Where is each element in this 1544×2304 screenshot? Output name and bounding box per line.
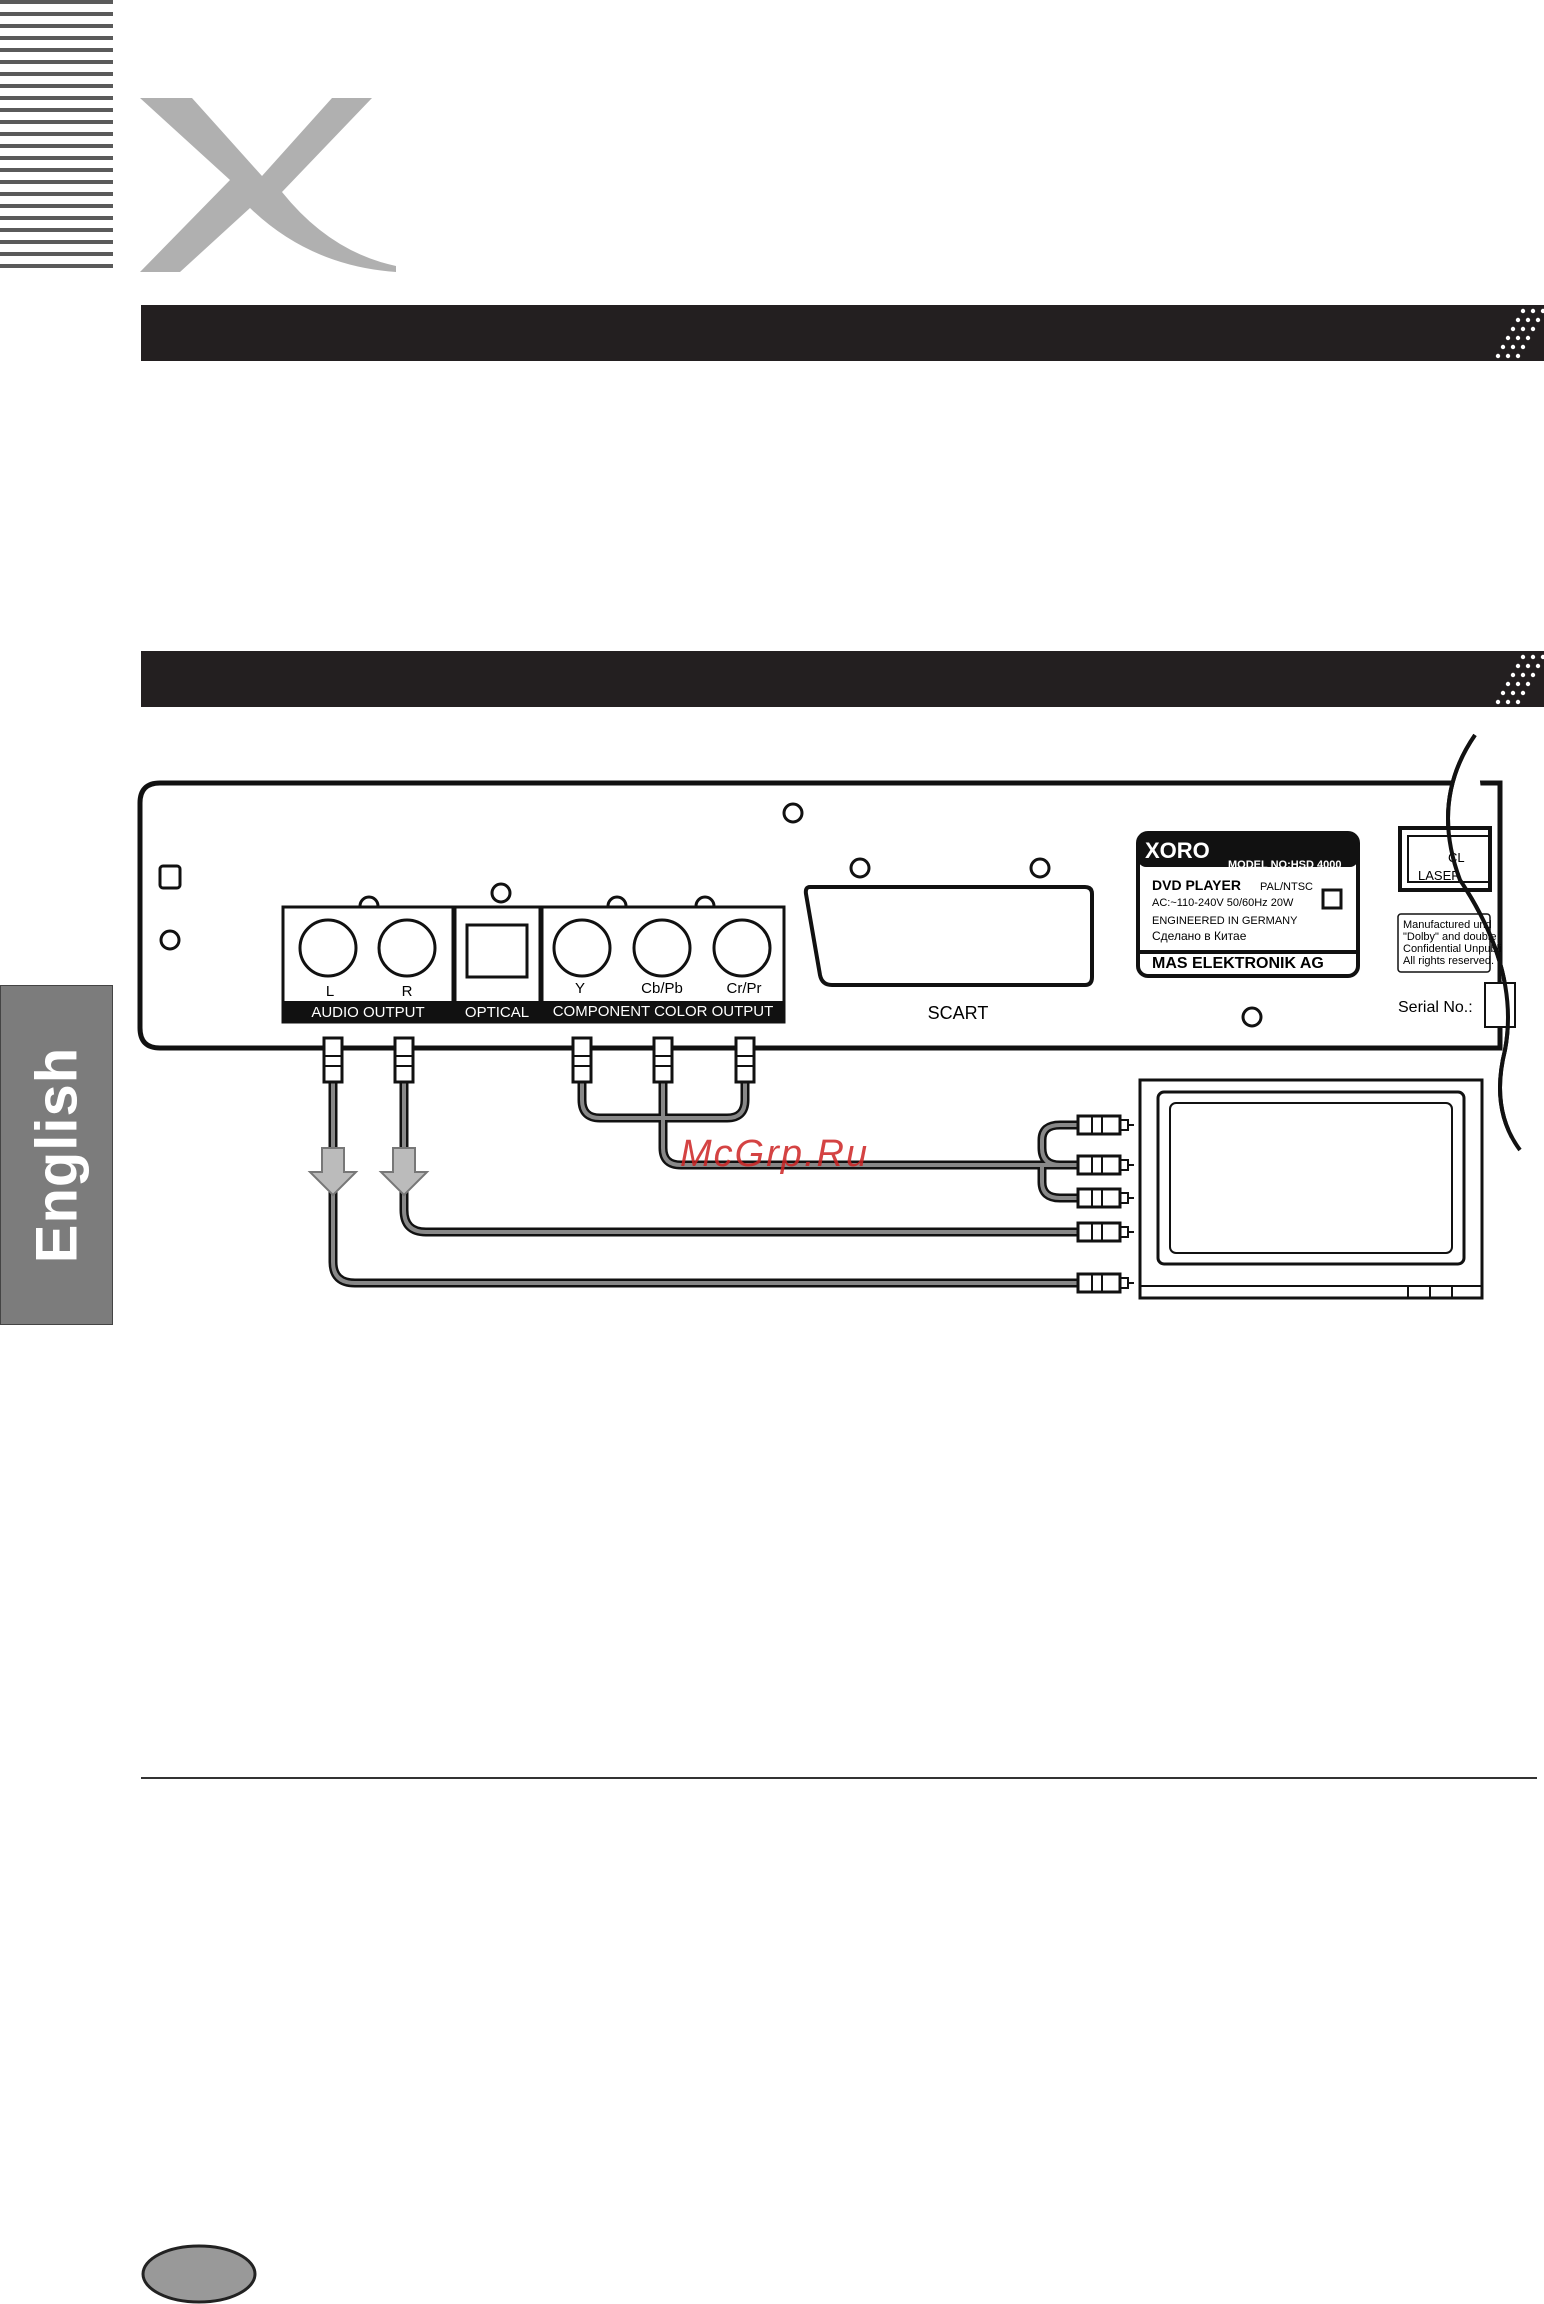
header-stripes [0,0,113,268]
down-arrow-icon [307,1147,359,1197]
section-bar-dots-1 [1495,308,1544,359]
down-arrow-icon [378,1147,430,1197]
page-number-oval [141,2244,257,2304]
footer-rule [141,1777,1537,1779]
brand-x-logo [140,98,396,272]
section-header-bar-2 [141,651,1544,707]
component-y-label: Y [575,980,585,997]
serial-label: Serial No.: [1398,999,1473,1016]
dolby-line4: All rights reserved. [1403,955,1494,967]
audio-output-label: AUDIO OUTPUT [311,1004,424,1021]
rating-made-in: Сделано в Китае [1152,929,1247,943]
connection-diagram: L R AUDIO OUTPUT OPTICAL Y Cb/Pb Cr/Pr C… [137,733,1544,1300]
rating-model: MODEL NO:HSD 4000 [1228,859,1342,871]
language-tab: English [0,985,113,1325]
optical-label: OPTICAL [465,1004,529,1021]
rating-product: DVD PLAYER [1152,877,1241,893]
dolby-line2: "Dolby" and double [1403,931,1496,943]
audio-right-label: R [402,983,413,1000]
component-cb-label: Cb/Pb [641,980,683,997]
dolby-line3: Confidential Unpubli [1403,943,1501,955]
rating-brand: XORO [1145,838,1210,863]
component-cr-label: Cr/Pr [727,980,762,997]
scart-connector [803,885,1094,987]
tv-icon [1138,1078,1484,1300]
laser-label-line2: LASER [1418,868,1461,883]
rating-engineered: ENGINEERED IN GERMANY [1152,915,1298,927]
section-bar-dots-2 [1495,654,1544,705]
scart-label: SCART [928,1003,989,1023]
rating-company: MAS ELEKTRONIK AG [1152,955,1324,972]
section-header-bar-1 [141,305,1544,361]
rating-system: PAL/NTSC [1260,881,1313,893]
audio-left-label: L [326,983,334,1000]
component-output-label: COMPONENT COLOR OUTPUT [553,1003,774,1020]
watermark-text: McGrp.Ru [680,1133,869,1175]
rating-power: AC:~110-240V 50/60Hz 20W [1152,897,1294,909]
dolby-line1: Manufactured und [1403,919,1492,931]
